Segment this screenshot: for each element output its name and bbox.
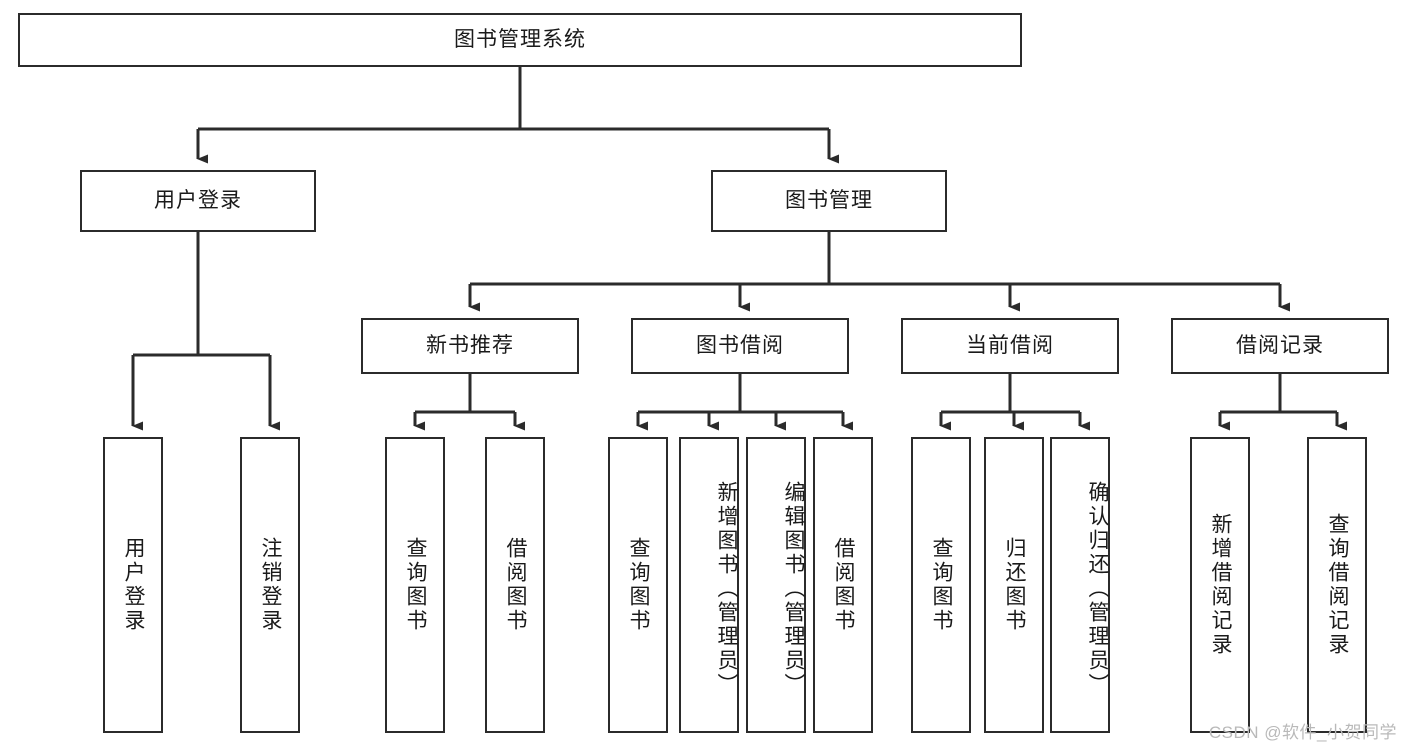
node-label-leaf-user-logout: 注销登录	[259, 537, 283, 633]
node-label-current-borrow: 当前借阅	[966, 333, 1054, 357]
node-label-leaf-borrow-book-rec: 借阅图书	[504, 537, 528, 633]
node-leaf-user-login[interactable]: 用户登录	[103, 437, 163, 733]
node-user-login[interactable]: 用户登录	[80, 170, 316, 232]
node-leaf-add-book[interactable]: 新增图书（管理员）	[679, 437, 739, 733]
watermark-label: CSDN @软件_小贺同学	[1208, 723, 1397, 742]
node-label-leaf-user-login: 用户登录	[122, 537, 146, 633]
node-label-leaf-edit-book: 编辑图书（管理员）	[782, 481, 805, 697]
node-borrow-record[interactable]: 借阅记录	[1171, 318, 1389, 374]
node-leaf-borrow-book[interactable]: 借阅图书	[813, 437, 873, 733]
node-leaf-query-record[interactable]: 查询借阅记录	[1307, 437, 1367, 733]
node-leaf-return-book[interactable]: 归还图书	[984, 437, 1044, 733]
node-label-leaf-borrow-book: 借阅图书	[832, 537, 856, 633]
node-label-leaf-add-record: 新增借阅记录	[1209, 513, 1233, 657]
node-leaf-add-record[interactable]: 新增借阅记录	[1190, 437, 1250, 733]
node-new-book-rec[interactable]: 新书推荐	[361, 318, 579, 374]
node-label-leaf-add-book: 新增图书（管理员）	[715, 481, 738, 697]
node-label-new-book-rec: 新书推荐	[426, 333, 514, 357]
node-current-borrow[interactable]: 当前借阅	[901, 318, 1119, 374]
node-leaf-query-current[interactable]: 查询图书	[911, 437, 971, 733]
node-label-leaf-return-book: 归还图书	[1003, 537, 1027, 633]
node-leaf-query-book[interactable]: 查询图书	[608, 437, 668, 733]
node-leaf-edit-book[interactable]: 编辑图书（管理员）	[746, 437, 806, 733]
node-label-book-manage: 图书管理	[785, 188, 873, 212]
node-label-book-borrow: 图书借阅	[696, 333, 784, 357]
node-book-manage[interactable]: 图书管理	[711, 170, 947, 232]
node-leaf-confirm-return[interactable]: 确认归还（管理员）	[1050, 437, 1110, 733]
node-label-borrow-record: 借阅记录	[1236, 333, 1324, 357]
node-label-root: 图书管理系统	[454, 27, 586, 51]
node-root[interactable]: 图书管理系统	[18, 13, 1022, 67]
node-leaf-borrow-book-rec[interactable]: 借阅图书	[485, 437, 545, 733]
node-book-borrow[interactable]: 图书借阅	[631, 318, 849, 374]
node-label-leaf-query-book-rec: 查询图书	[404, 537, 428, 633]
node-label-leaf-query-book: 查询图书	[627, 537, 651, 633]
node-label-leaf-query-record: 查询借阅记录	[1326, 513, 1350, 657]
node-leaf-user-logout[interactable]: 注销登录	[240, 437, 300, 733]
node-label-leaf-confirm-return: 确认归还（管理员）	[1086, 481, 1109, 697]
node-leaf-query-book-rec[interactable]: 查询图书	[385, 437, 445, 733]
node-label-user-login: 用户登录	[154, 188, 242, 212]
node-label-leaf-query-current: 查询图书	[930, 537, 954, 633]
